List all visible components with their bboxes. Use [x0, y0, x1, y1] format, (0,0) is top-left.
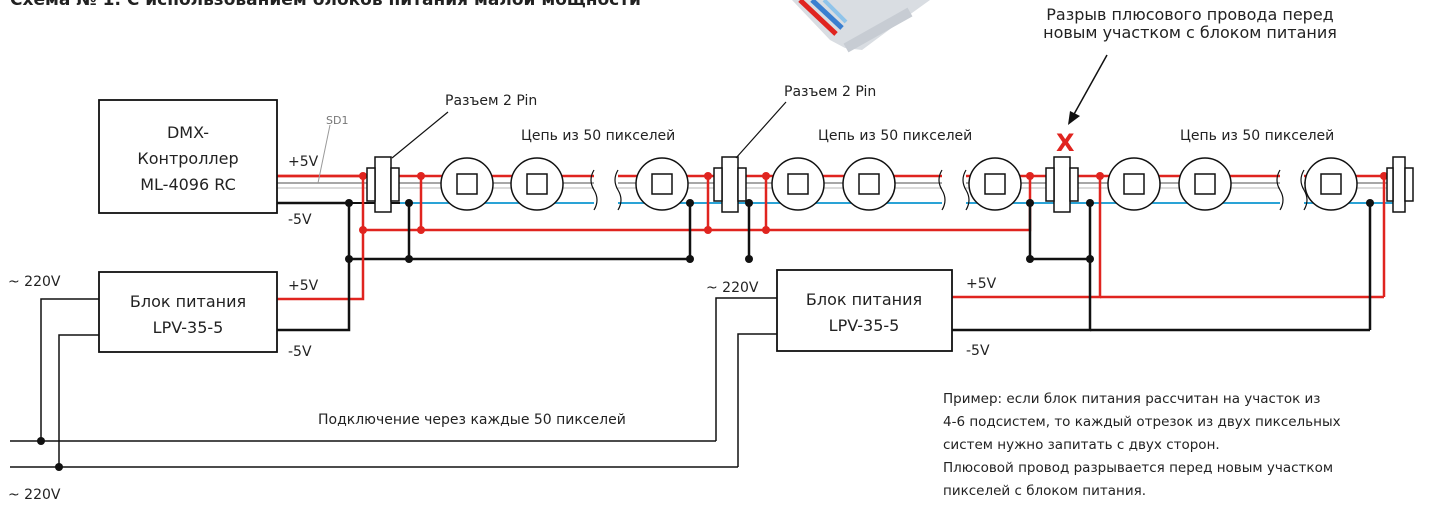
chain-label-2: Цепь из 50 пикселей [818, 128, 972, 144]
connector-2pin [1045, 156, 1079, 213]
connector-group [366, 156, 1414, 213]
psu-1-box: Блок питания LPV-35-5 [98, 271, 278, 353]
note-line: систем нужно запитать с двух сторон. [943, 437, 1220, 453]
junction-dots [345, 172, 1388, 263]
connector-leaders [391, 101, 787, 159]
schema-title: Схема № 1. С использованием блоков питан… [10, 0, 641, 10]
pixel [1107, 157, 1161, 211]
psu-2-line-2: LPV-35-5 [829, 316, 900, 335]
psu-1-line-1: Блок питания [130, 292, 246, 311]
note-line: 4-6 подсистем, то каждый отрезок из двух… [943, 414, 1341, 430]
psu-1-line-2: LPV-35-5 [153, 318, 224, 337]
mains-wiring [10, 297, 777, 471]
psu-2-box: Блок питания LPV-35-5 [776, 269, 953, 352]
break-callout: Разрыв плюсового провода перед новым уча… [1005, 6, 1375, 42]
pixel [842, 157, 896, 211]
controller-box: DMX- Контроллер ML-4096 RC [98, 99, 278, 214]
psu-1-plus-label: +5V [288, 278, 319, 294]
note-line: Пример: если блок питания рассчитан на у… [943, 391, 1321, 407]
example-note: Пример: если блок питания рассчитан на у… [943, 388, 1433, 503]
mains-label-middle: ~ 220V [706, 280, 759, 296]
chain-label-1: Цепь из 50 пикселей [521, 128, 675, 144]
mains-label-left-bottom: ~ 220V [8, 487, 61, 503]
callout-line-1: Разрыв плюсового провода перед [1046, 5, 1334, 24]
pixel [1304, 157, 1358, 211]
controller-line-2: Контроллер [137, 149, 238, 168]
note-line: Плюсовой провод разрывается перед новым … [943, 460, 1334, 476]
cable-photo [792, 0, 930, 53]
pixel [968, 157, 1022, 211]
callout-arrow [1068, 54, 1108, 125]
break-x-mark: X [1056, 129, 1075, 157]
pixel [510, 157, 564, 211]
pixel [440, 157, 494, 211]
mains-label-left-top: ~ 220V [8, 274, 61, 290]
connector-2pin [366, 156, 400, 213]
controller-plus-label: +5V [288, 154, 319, 170]
psu-1-minus-label: -5V [288, 344, 312, 360]
psu-2-plus-label: +5V [966, 276, 997, 292]
chain-label-3: Цепь из 50 пикселей [1180, 128, 1334, 144]
controller-line-1: DMX- [167, 123, 209, 142]
connector-2pin [713, 156, 747, 213]
connector-2pin [1386, 156, 1414, 213]
note-line: пикселей с блоком питания. [943, 483, 1147, 499]
connector-label-1: Разъем 2 Pin [445, 93, 537, 109]
controller-line-3: ML-4096 RC [140, 175, 236, 194]
psu-2-minus-label: -5V [966, 343, 990, 359]
pixel [771, 157, 825, 211]
psu-2-line-1: Блок питания [806, 290, 922, 309]
connection-note: Подключение через каждые 50 пикселей [318, 412, 626, 428]
controller-minus-label: -5V [288, 212, 312, 228]
pixel-group [440, 157, 1358, 211]
connector-label-2: Разъем 2 Pin [784, 84, 876, 100]
pixel [635, 157, 689, 211]
callout-line-2: новым участком с блоком питания [1043, 23, 1337, 42]
signal-label: SD1 [326, 114, 348, 127]
pixel [1178, 157, 1232, 211]
